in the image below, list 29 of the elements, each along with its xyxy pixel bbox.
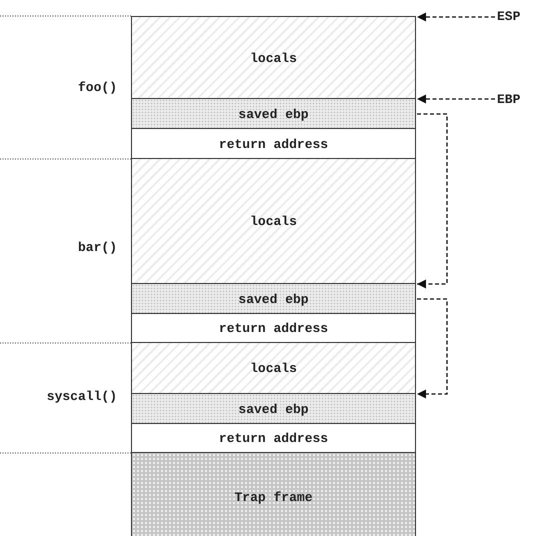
stack-slot [131,283,416,315]
slot-label: locals [250,50,297,66]
stack-slot [131,313,416,344]
slot-label: locals [250,214,297,229]
slot-label: Trap frame [234,490,312,505]
stack-slot [131,423,416,454]
function-label: syscall() [46,389,117,404]
stack-slot [131,98,416,130]
stack-slot [131,128,416,160]
pointer-arrow [417,94,495,104]
stack-slot [131,342,416,395]
slot-label: saved ebp [238,402,309,416]
function-label: bar() [78,240,117,255]
stack-slot [131,158,416,285]
stack-slot [131,393,416,425]
register-label: EBP [497,91,537,108]
trap-frame-slot [131,452,416,536]
function-label: foo() [78,80,117,95]
slot-label: saved ebp [238,292,309,306]
slot-label: locals [250,361,297,376]
slot-label: return address [218,136,328,152]
pointer-arrow [417,113,448,288]
pointer-arrow [417,12,495,22]
slot-label: return address [218,321,328,336]
slot-label: saved ebp [238,106,309,122]
register-label: ESP [497,8,537,25]
stack-slot [131,16,416,100]
slot-label: return address [218,431,328,446]
pointer-arrow [417,298,448,398]
